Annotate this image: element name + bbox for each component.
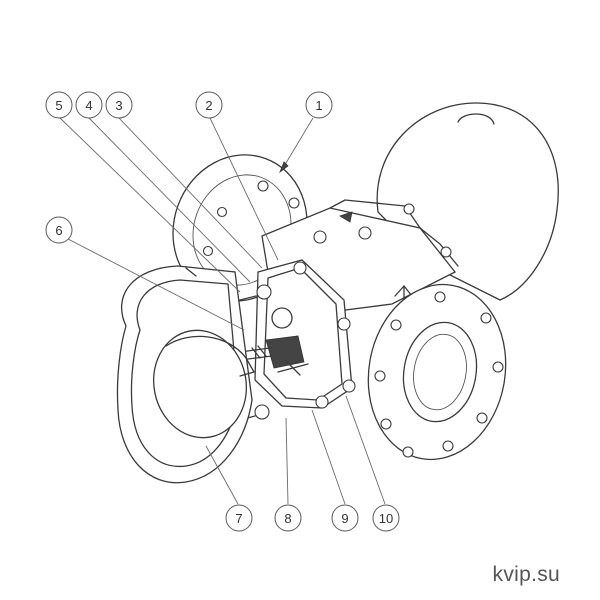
callout-label: 8 xyxy=(284,511,291,526)
callout-1: 1 xyxy=(305,91,333,119)
callout-6: 6 xyxy=(45,216,73,244)
callout-label: 3 xyxy=(115,98,122,113)
callout-7: 7 xyxy=(225,504,253,532)
leader-lines xyxy=(59,117,386,505)
callout-label: 10 xyxy=(379,511,393,526)
callout-label: 4 xyxy=(85,98,92,113)
callout-label: 7 xyxy=(235,511,242,526)
callout-5: 5 xyxy=(45,91,73,119)
callout-label: 6 xyxy=(55,223,62,238)
right-front-flange xyxy=(367,283,507,461)
callout-label: 9 xyxy=(341,511,348,526)
callout-8: 8 xyxy=(274,504,302,532)
callout-2: 2 xyxy=(195,91,223,119)
callout-label: 1 xyxy=(315,98,322,113)
callout-9: 9 xyxy=(331,504,359,532)
callout-3: 3 xyxy=(105,91,133,119)
callout-4: 4 xyxy=(75,91,103,119)
callout-label: 2 xyxy=(205,98,212,113)
watermark-text: kvip.su xyxy=(492,563,560,586)
callout-10: 10 xyxy=(372,504,400,532)
hex-cover-plate xyxy=(239,259,356,421)
swing-disc xyxy=(152,329,255,439)
callout-label: 5 xyxy=(55,98,62,113)
